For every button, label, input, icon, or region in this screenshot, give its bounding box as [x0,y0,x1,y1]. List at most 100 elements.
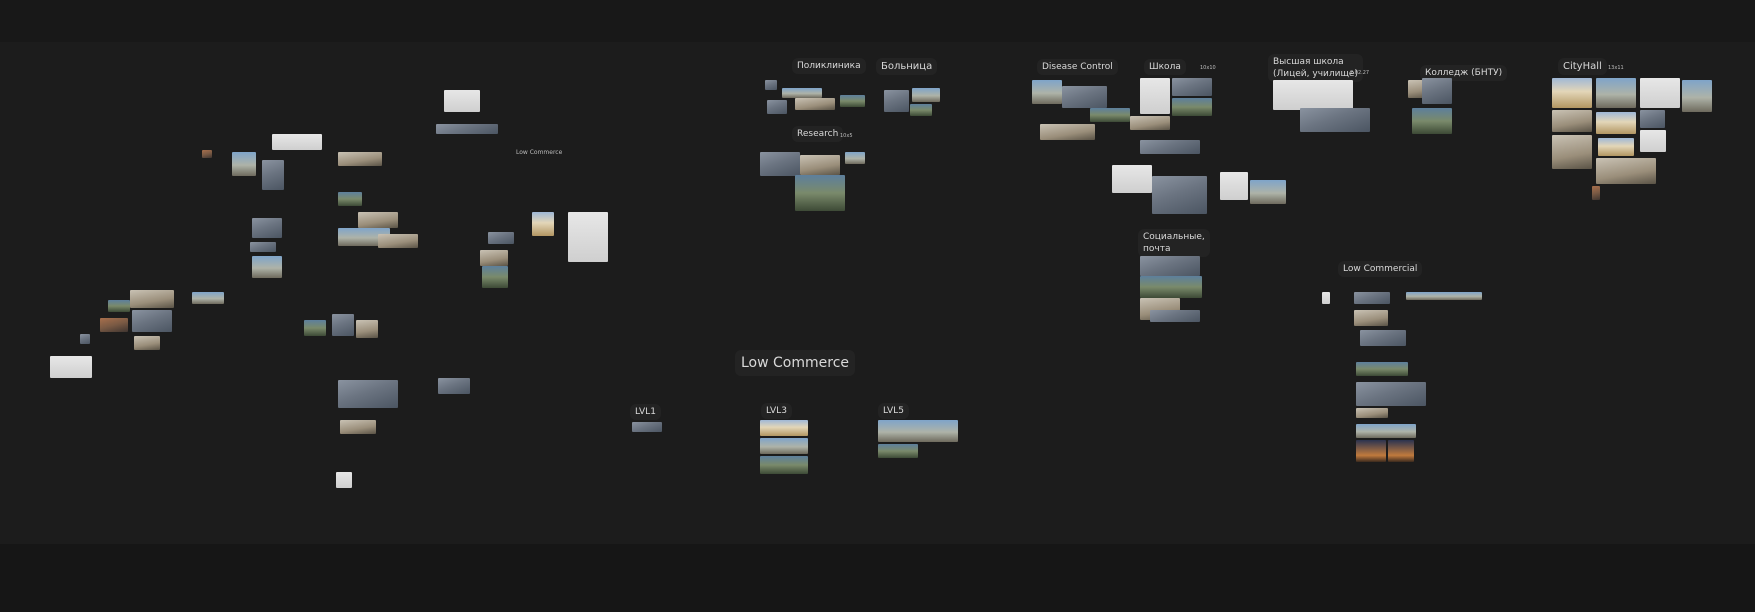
image-thumbnail[interactable] [845,152,865,164]
image-thumbnail[interactable] [1112,165,1152,193]
image-thumbnail[interactable] [1172,78,1212,96]
image-thumbnail[interactable] [1412,108,1452,134]
image-thumbnail[interactable] [1090,108,1130,122]
image-thumbnail[interactable] [262,160,284,190]
image-thumbnail[interactable] [1596,112,1636,134]
image-thumbnail[interactable] [1250,180,1286,204]
image-thumbnail[interactable] [304,320,326,336]
image-thumbnail[interactable] [338,152,382,166]
frame-label-research[interactable]: Research [792,126,844,142]
image-thumbnail[interactable] [1640,130,1666,152]
image-thumbnail[interactable] [760,152,800,176]
image-thumbnail[interactable] [1552,78,1592,108]
image-thumbnail[interactable] [1360,330,1406,346]
image-thumbnail[interactable] [1682,80,1712,112]
frame-label-hospital[interactable]: Больница [876,58,938,75]
image-thumbnail[interactable] [910,104,932,116]
image-thumbnail[interactable] [878,444,918,458]
image-thumbnail[interactable] [1640,110,1665,128]
frame-label-social[interactable]: Социальные, почта [1138,229,1210,257]
image-thumbnail[interactable] [252,218,282,238]
image-thumbnail[interactable] [202,150,212,158]
frame-label-polyclinic[interactable]: Поликлиника [792,58,866,74]
image-thumbnail[interactable] [1140,78,1170,114]
image-thumbnail[interactable] [358,212,398,228]
image-thumbnail[interactable] [1552,110,1592,132]
frame-label-disease-control[interactable]: Disease Control [1037,59,1118,75]
image-thumbnail[interactable] [132,310,172,332]
image-thumbnail[interactable] [1552,135,1592,169]
image-thumbnail[interactable] [1356,424,1416,438]
image-thumbnail[interactable] [338,228,390,246]
image-thumbnail[interactable] [130,290,174,308]
image-thumbnail[interactable] [1130,116,1170,130]
image-thumbnail[interactable] [356,320,378,338]
image-thumbnail[interactable] [1220,172,1248,200]
image-thumbnail[interactable] [760,420,808,436]
image-thumbnail[interactable] [272,134,322,150]
image-thumbnail[interactable] [795,175,845,211]
image-thumbnail[interactable] [1273,80,1353,110]
image-thumbnail[interactable] [338,192,362,206]
image-thumbnail[interactable] [1388,440,1414,462]
image-thumbnail[interactable] [1596,78,1636,108]
image-thumbnail[interactable] [767,100,787,114]
image-thumbnail[interactable] [1640,78,1680,108]
image-thumbnail[interactable] [1406,292,1482,300]
image-thumbnail[interactable] [336,472,352,488]
image-thumbnail[interactable] [1032,80,1062,104]
image-thumbnail[interactable] [760,438,808,454]
image-thumbnail[interactable] [1598,138,1634,156]
image-thumbnail[interactable] [1356,362,1408,376]
frame-label-lvl1[interactable]: LVL1 [630,404,661,420]
image-thumbnail[interactable] [1040,124,1095,140]
frame-label-lvl3[interactable]: LVL3 [761,403,792,419]
image-thumbnail[interactable] [250,242,276,252]
frame-label-cityhall[interactable]: CityHall [1558,58,1607,75]
image-thumbnail[interactable] [1300,108,1370,132]
image-thumbnail[interactable] [800,155,840,175]
frame-label-low-commerce[interactable]: Low Commerce [735,350,856,376]
image-thumbnail[interactable] [134,336,160,350]
image-thumbnail[interactable] [488,232,514,244]
image-thumbnail[interactable] [1356,382,1426,406]
frame-label-higher-school[interactable]: Высшая школа (Лицей, училище) [1268,54,1363,82]
frame-label-lvl5[interactable]: LVL5 [878,403,909,419]
image-thumbnail[interactable] [100,318,128,332]
frame-label-low-commercial[interactable]: Low Commercial [1338,261,1423,277]
image-thumbnail[interactable] [444,90,480,112]
image-thumbnail[interactable] [795,98,835,110]
image-thumbnail[interactable] [438,378,470,394]
image-thumbnail[interactable] [568,212,608,262]
image-thumbnail[interactable] [252,256,282,278]
image-thumbnail[interactable] [878,420,958,442]
image-thumbnail[interactable] [338,380,398,408]
image-thumbnail[interactable] [1592,186,1600,200]
board-canvas[interactable] [0,42,1755,544]
image-thumbnail[interactable] [1354,310,1388,326]
image-thumbnail[interactable] [1172,98,1212,116]
frame-label-college[interactable]: Колледж (БНТУ) [1420,65,1508,81]
image-thumbnail[interactable] [378,234,418,248]
image-thumbnail[interactable] [760,456,808,474]
image-thumbnail[interactable] [1062,86,1107,108]
image-thumbnail[interactable] [1140,140,1200,154]
image-thumbnail[interactable] [1422,78,1452,104]
image-thumbnail[interactable] [1596,158,1656,184]
image-thumbnail[interactable] [532,212,554,236]
image-thumbnail[interactable] [765,80,777,90]
image-thumbnail[interactable] [840,95,865,107]
image-thumbnail[interactable] [1356,440,1386,462]
image-thumbnail[interactable] [108,300,130,312]
image-thumbnail[interactable] [1354,292,1390,304]
image-thumbnail[interactable] [192,292,224,304]
image-thumbnail[interactable] [50,356,92,378]
image-thumbnail[interactable] [1152,176,1207,214]
image-thumbnail[interactable] [1322,292,1330,304]
image-thumbnail[interactable] [782,88,822,98]
image-thumbnail[interactable] [912,88,940,102]
image-thumbnail[interactable] [884,90,909,112]
image-thumbnail[interactable] [232,152,256,176]
image-thumbnail[interactable] [332,314,354,336]
image-thumbnail[interactable] [80,334,90,344]
